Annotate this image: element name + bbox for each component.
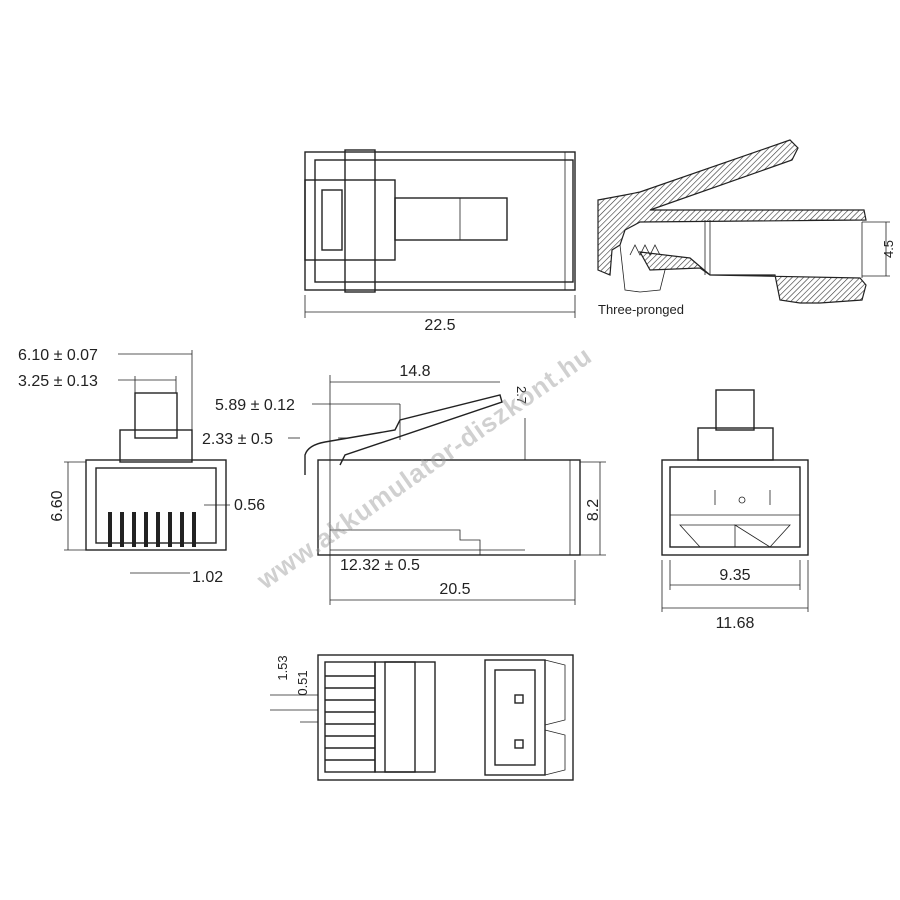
top-view: 22.5 (304, 149, 576, 334)
section-view: 4.5 Three-pronged (597, 139, 896, 317)
side-latch-height-label: 2.7 (514, 386, 529, 404)
rear-outer-width-label: 11.68 (716, 615, 755, 632)
bottom-contacts (325, 675, 375, 761)
top-length-label: 22.5 (424, 317, 455, 334)
side-height-label: 8.2 (585, 499, 602, 521)
front-pitch-label: 1.02 (192, 569, 223, 586)
section-caption: Three-pronged (598, 302, 684, 317)
bottom-view: 1.53 0.51 (270, 654, 574, 781)
side-view: 14.8 5.89 ± 0.12 2.33 ± 0.5 2.7 8.2 12.3… (202, 363, 606, 605)
side-crimp-label: 12.32 ± 0.5 (340, 557, 420, 574)
side-tip-label: 2.33 ± 0.5 (202, 431, 273, 448)
front-width-label: 6.10 ± 0.07 (18, 347, 98, 364)
side-latch-pos-label: 5.89 ± 0.12 (215, 397, 295, 414)
section-height-label: 4.5 (881, 240, 896, 258)
contact-pins (108, 512, 196, 547)
front-latch-width-label: 3.25 ± 0.13 (18, 373, 98, 390)
front-height-label: 6.60 (49, 490, 66, 521)
front-contact-label: 0.56 (234, 497, 265, 514)
side-length-label: 20.5 (439, 581, 470, 598)
front-view: 6.10 ± 0.07 3.25 ± 0.13 6.60 0.56 1.02 (18, 347, 265, 586)
bottom-pitch-label: 1.53 (275, 655, 290, 680)
bottom-contact-label: 0.51 (295, 670, 310, 695)
side-latch-length-label: 14.8 (399, 363, 430, 380)
rear-view: 9.35 11.68 (661, 389, 809, 632)
rear-inner-width-label: 9.35 (719, 567, 750, 584)
